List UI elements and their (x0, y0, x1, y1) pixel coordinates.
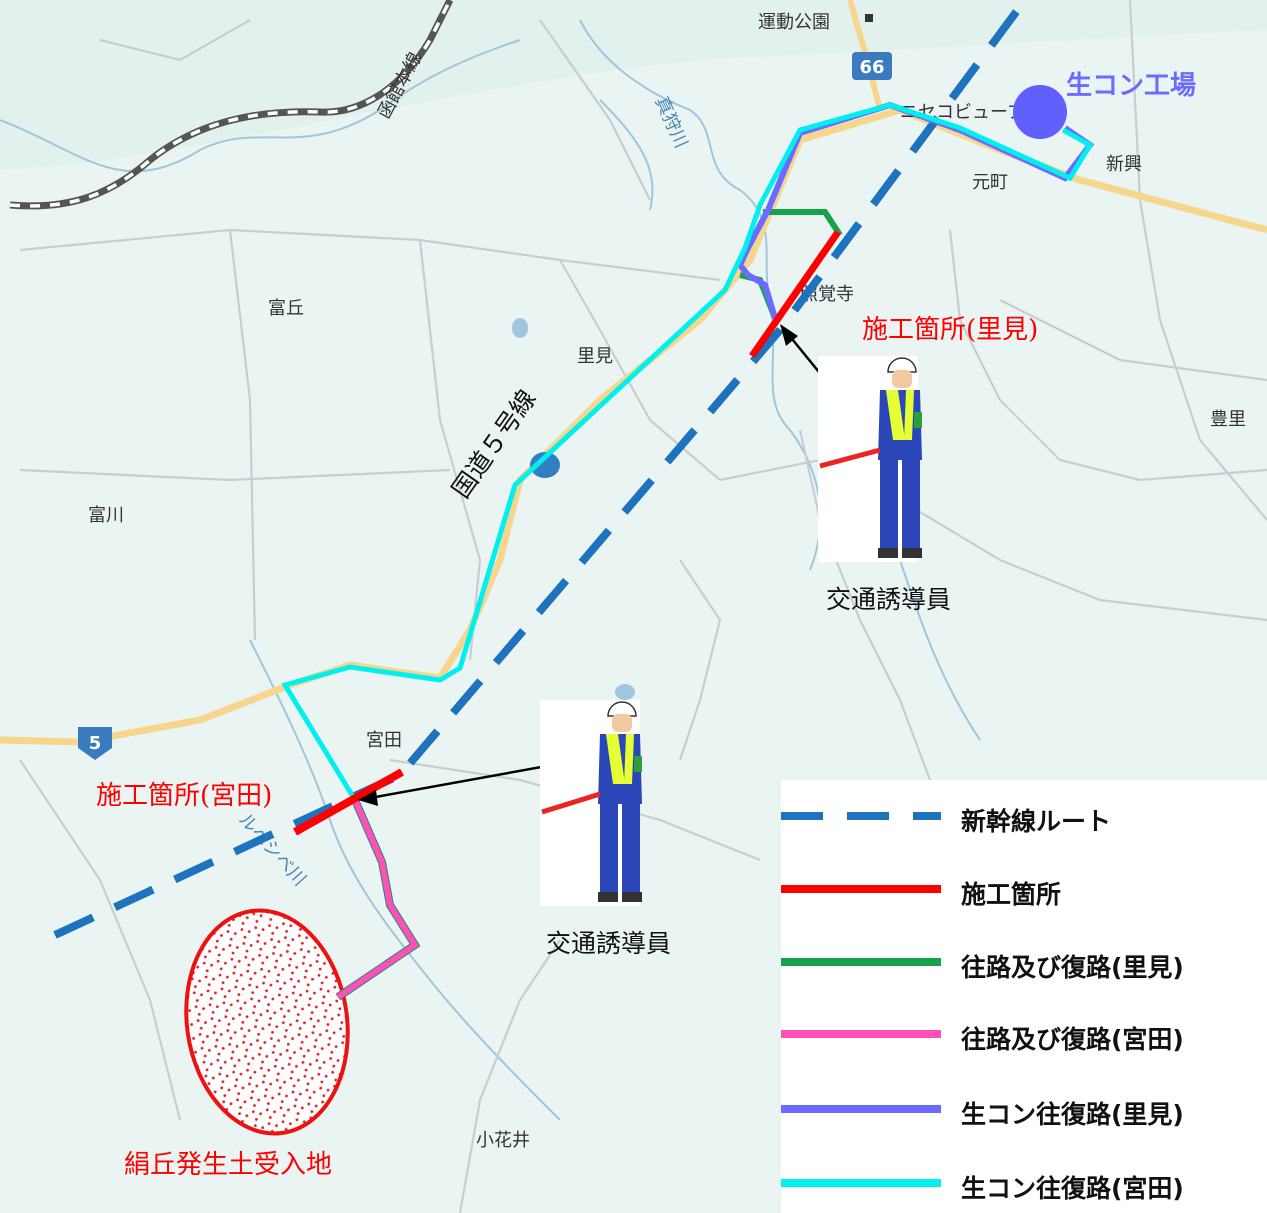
label-toyosato: 豊里 (1210, 409, 1246, 430)
legend-label-concrete-miyata: 生コン往復路(宮田) (961, 1174, 1184, 1203)
hakodate-railway (9, 0, 454, 210)
label-tomikawa: 富川 (88, 505, 124, 526)
rivers (0, 19, 981, 1121)
legend-swatch-satomi-route (781, 958, 941, 966)
legend-label-concrete-satomi: 生コン往復路(里見) (961, 1100, 1184, 1129)
label-motomachi: 元町 (972, 172, 1008, 193)
legend-item-satomi-route: 往路及び復路(里見) (781, 942, 1267, 982)
concrete-miyata-route-line (281, 102, 1094, 802)
guide-satomi-label: 交通誘導員 (826, 585, 952, 614)
traffic-guide-figure-miyata (540, 700, 642, 906)
legend-label-shinkansen: 新幹線ルート (961, 807, 1112, 836)
miyata-route-line (336, 798, 420, 1000)
label-miyata: 宮田 (366, 730, 402, 751)
label-kohanai: 小花井 (476, 1130, 530, 1151)
legend-item-construction: 施工箇所 (781, 869, 1267, 909)
guide-miyata-label: 交通誘導員 (546, 929, 672, 958)
route5-shield: 5 (78, 727, 112, 760)
construction-site-satomi (749, 230, 841, 358)
traffic-guide-figure-satomi (818, 356, 922, 562)
legend-item-shinkansen: 新幹線ルート (781, 796, 1267, 836)
legend-swatch-construction (781, 885, 941, 893)
pond (512, 318, 528, 338)
legend-label-construction: 施工箇所 (961, 880, 1062, 909)
concrete-plant-marker (1013, 85, 1067, 139)
concrete-satomi-route-line (736, 101, 1095, 319)
svg-text:5: 5 (89, 733, 102, 754)
shinkansen-route-line (53, 0, 1029, 939)
label-tomioka: 富丘 (268, 298, 304, 319)
svg-text:66: 66 (859, 57, 884, 78)
legend-item-concrete-satomi: 生コン往復路(里見) (781, 1089, 1267, 1129)
legend: 新幹線ルート 施工箇所 往路及び復路(里見) 往路及び復路(宮田) 生コン往復路… (781, 780, 1267, 1213)
legend-label-satomi-route: 往路及び復路(里見) (961, 953, 1184, 982)
legend-item-concrete-miyata: 生コン往復路(宮田) (781, 1163, 1267, 1203)
route5-interchange-marker (530, 452, 560, 478)
site-miyata-label: 施工箇所(宮田) (96, 781, 272, 811)
label-undo-koen: 運動公園 (758, 12, 830, 33)
route66-shield: 66 (852, 52, 892, 80)
legend-item-miyata-route: 往路及び復路(宮田) (781, 1014, 1267, 1054)
disposal-site-label: 絹丘発生土受入地 (124, 1150, 332, 1180)
legend-swatch-concrete-satomi (781, 1105, 941, 1113)
site-satomi-label: 施工箇所(里見) (862, 315, 1038, 345)
legend-label-miyata-route: 往路及び復路(宮田) (961, 1025, 1184, 1054)
terrain-shade (0, 0, 1267, 170)
disposal-site-area (184, 908, 350, 1136)
poi-square-icon (865, 14, 873, 22)
label-shinko: 新興 (1106, 154, 1142, 175)
legend-swatch-concrete-miyata (781, 1179, 941, 1187)
construction-site-miyata (293, 768, 404, 836)
pond (615, 684, 635, 700)
concrete-plant-label: 生コン工場 (1066, 71, 1196, 101)
label-satomi: 里見 (577, 346, 613, 367)
legend-swatch-shinkansen (781, 812, 941, 820)
legend-swatch-miyata-route (781, 1030, 941, 1038)
